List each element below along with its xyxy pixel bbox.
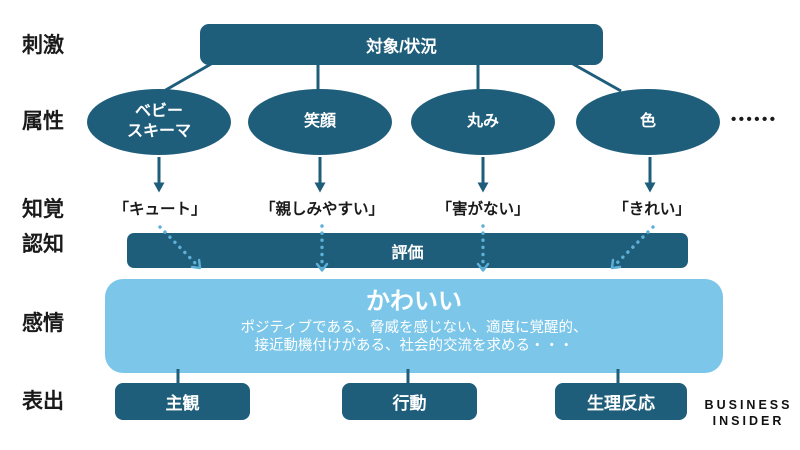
row-label-stimulus: 刺激 xyxy=(22,34,64,57)
connector-stimulus-color xyxy=(572,62,622,93)
row-label-attribute: 属性 xyxy=(22,110,64,133)
connector-stimulus-baby-schema xyxy=(163,62,212,93)
emotion-title: かわいい xyxy=(366,288,462,315)
perception-label-pretty: 「きれい」 xyxy=(613,201,691,218)
row-label-emotion: 感情 xyxy=(22,312,64,335)
business-insider-logo: BUSINESS INSIDER xyxy=(699,398,798,429)
attribute-ellipse-smile: 笑顔 xyxy=(248,89,392,155)
expression-box-behavior: 行動 xyxy=(342,383,477,420)
attribute-ellipse-color: 色 xyxy=(576,89,720,155)
stimulus-box: 対象/状況 xyxy=(200,24,603,65)
cognition-box: 評価 xyxy=(127,233,688,268)
logo-line-2: INSIDER xyxy=(712,413,785,428)
row-label-perception: 知覚 xyxy=(22,198,64,221)
logo-line-1: BUSINESS xyxy=(704,398,793,412)
perception-label-cute: 「キュート」 xyxy=(113,201,207,218)
expression-box-physiological: 生理反応 xyxy=(555,383,687,420)
row-label-cognition: 認知 xyxy=(22,233,64,256)
row-label-expression: 表出 xyxy=(22,390,64,413)
perception-label-friendly: 「親しみやすい」 xyxy=(259,201,385,218)
perception-label-harmless: 「害がない」 xyxy=(436,201,530,218)
attribute-ellipse-roundness: 丸み xyxy=(411,89,555,155)
emotion-desc-line1: ポジティブである、脅威を感じない、適度に覚醒的、 xyxy=(240,320,588,336)
ellipsis-dots: •••••• xyxy=(731,111,778,128)
attribute-ellipse-baby-schema: ベビー スキーマ xyxy=(87,89,231,155)
emotion-box: かわいい ポジティブである、脅威を感じない、適度に覚醒的、 接近動機付けがある、… xyxy=(105,279,723,373)
emotion-desc-line2: 接近動機付けがある、社会的交流を求める・・・ xyxy=(254,338,574,354)
expression-box-subjective: 主観 xyxy=(115,383,250,420)
